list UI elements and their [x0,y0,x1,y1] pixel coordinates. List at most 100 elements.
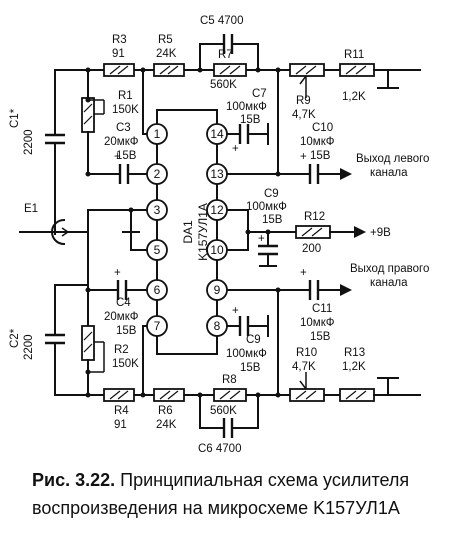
r6-value: 24K [156,419,177,431]
r3-label: R3 [112,34,127,46]
c11-value-volt: 15B [310,331,331,343]
svg-text:12: 12 [210,203,224,217]
resistor-r5 [153,63,185,77]
r2-label: R2 [114,344,129,356]
r10-value: 4,7K [292,361,316,373]
c10-plus: + [300,151,307,163]
c9-bottom-label: C9 [246,334,261,346]
c4-value-volt: 15B [116,325,137,337]
c7-value-volt: 15B [240,114,261,126]
r7-value: 560K [210,79,237,91]
r13-value: 1,2K [342,361,366,373]
pin-6: 6 [146,279,168,301]
c10-value-cap: 10мкФ [300,136,335,148]
caption-line-2: воспроизведения на микросхеме K157УЛ1A [32,498,400,518]
e1-label: E1 [24,203,38,215]
caption-figure-number: Рис. 3.22. [32,470,116,490]
pin-13: 13 [206,163,228,185]
svg-text:13: 13 [210,167,224,181]
c9b-plus: + [232,305,239,317]
c2-label: C2* [9,328,21,348]
pin-5: 5 [146,239,168,261]
c4-plus: + [114,267,121,279]
c9-top-value-volt: 15B [262,214,283,226]
r13-label: R13 [344,347,365,359]
r4-label: R4 [114,405,129,417]
resistor-r11 [339,63,375,77]
supply-label: +9B [370,227,391,239]
r11-value: 1,2K [342,91,366,103]
pin-10: 10 [206,239,228,261]
r2-value: 150K [112,358,139,370]
amplifier-schematic: DA1 K157УЛ1A R3 91 R5 24K C5 4700 R7 560… [9,15,429,455]
c5-label: C5 4700 [200,15,243,27]
svg-text:1: 1 [154,127,161,141]
svg-text:3: 3 [154,203,161,217]
potentiometer-r9 [289,63,325,77]
potentiometer-r1 [81,97,95,133]
r8-value: 560K [210,405,237,417]
output-left-label-2: канала [370,167,408,179]
caption-line-1: Принципиальная схема усилителя [120,470,410,490]
c2-value: 2200 [23,334,35,360]
r1-value: 150K [112,104,139,116]
r9-value: 4,7K [292,109,316,121]
svg-text:10: 10 [210,243,224,257]
pin-9: 9 [206,279,228,301]
c6-label: C6 4700 [198,443,241,455]
r1-label: R1 [118,90,133,102]
c3-value-cap: 20мкФ [104,136,139,148]
output-right-label: Выход правого [350,263,429,275]
r7-label: R7 [218,49,233,61]
r5-label: R5 [158,34,173,46]
pin-7: 7 [146,315,168,337]
r9-label: R9 [296,95,311,107]
chip-type-label: K157УЛ1A [196,203,210,261]
svg-text:8: 8 [214,319,221,333]
potentiometer-r10 [289,388,325,402]
pin-12: 12 [206,199,228,221]
resistor-r12 [295,225,331,239]
pin-3: 3 [146,199,168,221]
c4-label: C4 [116,297,131,309]
r11-label: R11 [344,49,364,61]
c9-bottom-value-volt: 15B [240,362,261,374]
c9-supply-plus: + [258,233,265,245]
pin-1: 1 [146,123,168,145]
da1-chip-body [156,109,218,355]
c10-label: C10 [312,122,333,134]
resistor-r8 [213,388,247,402]
svg-text:7: 7 [154,319,161,333]
r10-label: R10 [296,347,317,359]
svg-text:14: 14 [210,127,224,141]
resistor-r13 [339,388,375,402]
chip-ref-label: DA1 [181,220,195,244]
pin-14: 14 [206,123,228,145]
r12-value: 200 [302,243,321,255]
pin-2: 2 [146,163,168,185]
c10-value-volt: 15B [310,150,331,162]
output-right-label-2: канала [370,277,408,289]
resistor-r6 [153,388,185,402]
c7-value-cap: 100мкФ [226,101,267,113]
r8-label: R8 [222,374,237,386]
potentiometer-r2 [81,325,95,361]
resistor-r7 [213,63,247,77]
figure-caption: Рис. 3.22. Принципиальная схема усилител… [32,466,472,522]
c9-top-label: C9 [264,188,279,200]
c3-plus: + [114,151,121,163]
svg-text:6: 6 [154,283,161,297]
r6-label: R6 [158,405,173,417]
pin-8: 8 [206,315,228,337]
c1-label: C1* [9,108,21,128]
r5-value: 24K [156,48,177,60]
c7-plus: + [232,143,239,155]
c11-plus: + [300,267,307,279]
output-left-label: Выход левого [356,153,429,165]
r12-label: R12 [304,211,325,223]
c11-label: C11 [312,303,332,315]
c3-value-volt: 15B [116,150,137,162]
r4-value: 91 [114,419,127,431]
svg-text:2: 2 [154,167,161,181]
